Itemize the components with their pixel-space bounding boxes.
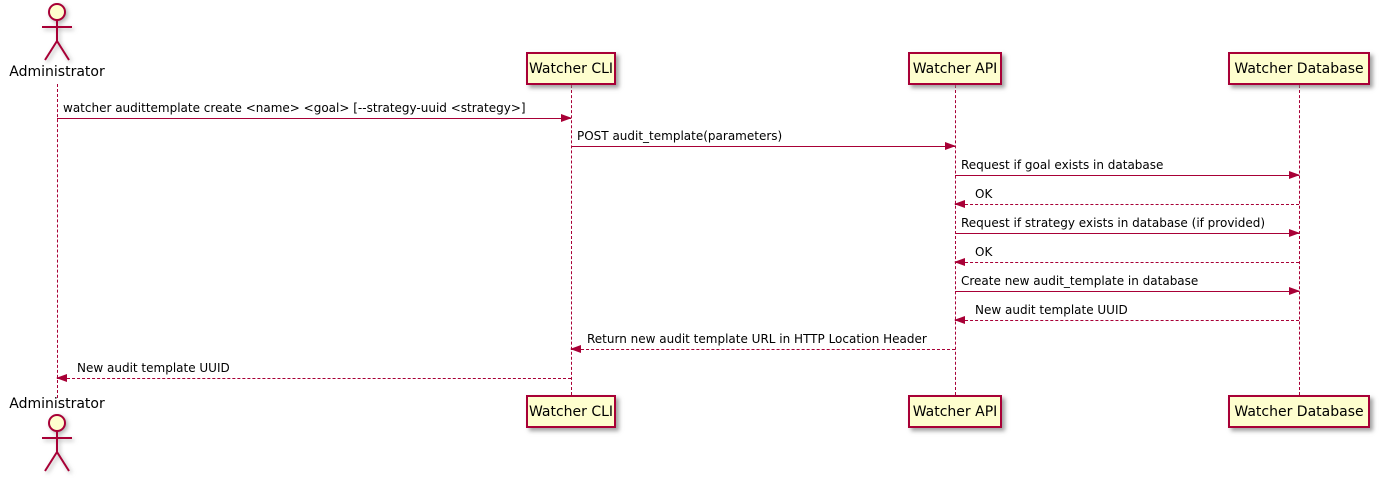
participant-label: Watcher Database [1234, 60, 1364, 77]
arrowhead-left-icon [954, 200, 965, 208]
arrowhead-right-icon [1289, 287, 1300, 295]
participant-label: Watcher CLI [528, 60, 614, 77]
arrowhead-left-icon [954, 258, 965, 266]
message-label: Request if goal exists in database [961, 158, 1164, 172]
message-label: POST audit_template(parameters) [577, 129, 783, 143]
participant-watcher-cli-bottom: Watcher CLI [526, 395, 616, 428]
actor-stick-figure-icon [42, 3, 72, 61]
message-label: watcher audittemplate create <name> <goa… [63, 101, 526, 115]
participant-watcher-api-bottom: Watcher API [908, 395, 1002, 428]
message-line [955, 175, 1299, 176]
message-line [955, 291, 1299, 292]
participant-watcher-database-bottom: Watcher Database [1228, 395, 1370, 428]
message-label: New audit template UUID [975, 303, 1128, 317]
message-line [955, 262, 1299, 263]
message-line [571, 349, 955, 350]
arrowhead-right-icon [1289, 171, 1300, 179]
lifeline-administrator [57, 84, 58, 398]
participant-label: Watcher Database [1234, 403, 1364, 420]
participant-label: Watcher CLI [528, 403, 614, 420]
message-line [571, 146, 955, 147]
message-line [955, 204, 1299, 205]
message-label: Create new audit_template in database [961, 274, 1199, 288]
actor-label: Administrator [9, 396, 105, 412]
message-line [57, 378, 571, 379]
message-line [955, 320, 1299, 321]
message-label: OK [975, 187, 993, 201]
actor-administrator-bottom: Administrator [0, 396, 117, 475]
participant-label: Watcher API [912, 403, 998, 420]
participant-watcher-cli-top: Watcher CLI [526, 52, 616, 85]
message-label: OK [975, 245, 993, 259]
message-label: New audit template UUID [77, 361, 230, 375]
arrowhead-left-icon [56, 374, 67, 382]
arrowhead-right-icon [1289, 229, 1300, 237]
arrowhead-left-icon [954, 316, 965, 324]
lifeline-watcher-cli [571, 85, 572, 395]
message-line [955, 233, 1299, 234]
actor-label: Administrator [9, 64, 105, 80]
participant-watcher-database-top: Watcher Database [1228, 52, 1370, 85]
arrowhead-right-icon [945, 142, 956, 150]
lifeline-watcher-api [955, 85, 956, 395]
message-line [57, 118, 571, 119]
arrowhead-left-icon [570, 345, 581, 353]
participant-watcher-api-top: Watcher API [908, 52, 1002, 85]
message-label: Request if strategy exists in database (… [961, 216, 1266, 230]
lifeline-watcher-database [1299, 85, 1300, 395]
actor-stick-figure-icon [42, 414, 72, 472]
actor-administrator-top: Administrator [0, 2, 117, 81]
message-label: Return new audit template URL in HTTP Lo… [587, 332, 927, 346]
arrowhead-right-icon [561, 114, 572, 122]
participant-label: Watcher API [912, 60, 998, 77]
